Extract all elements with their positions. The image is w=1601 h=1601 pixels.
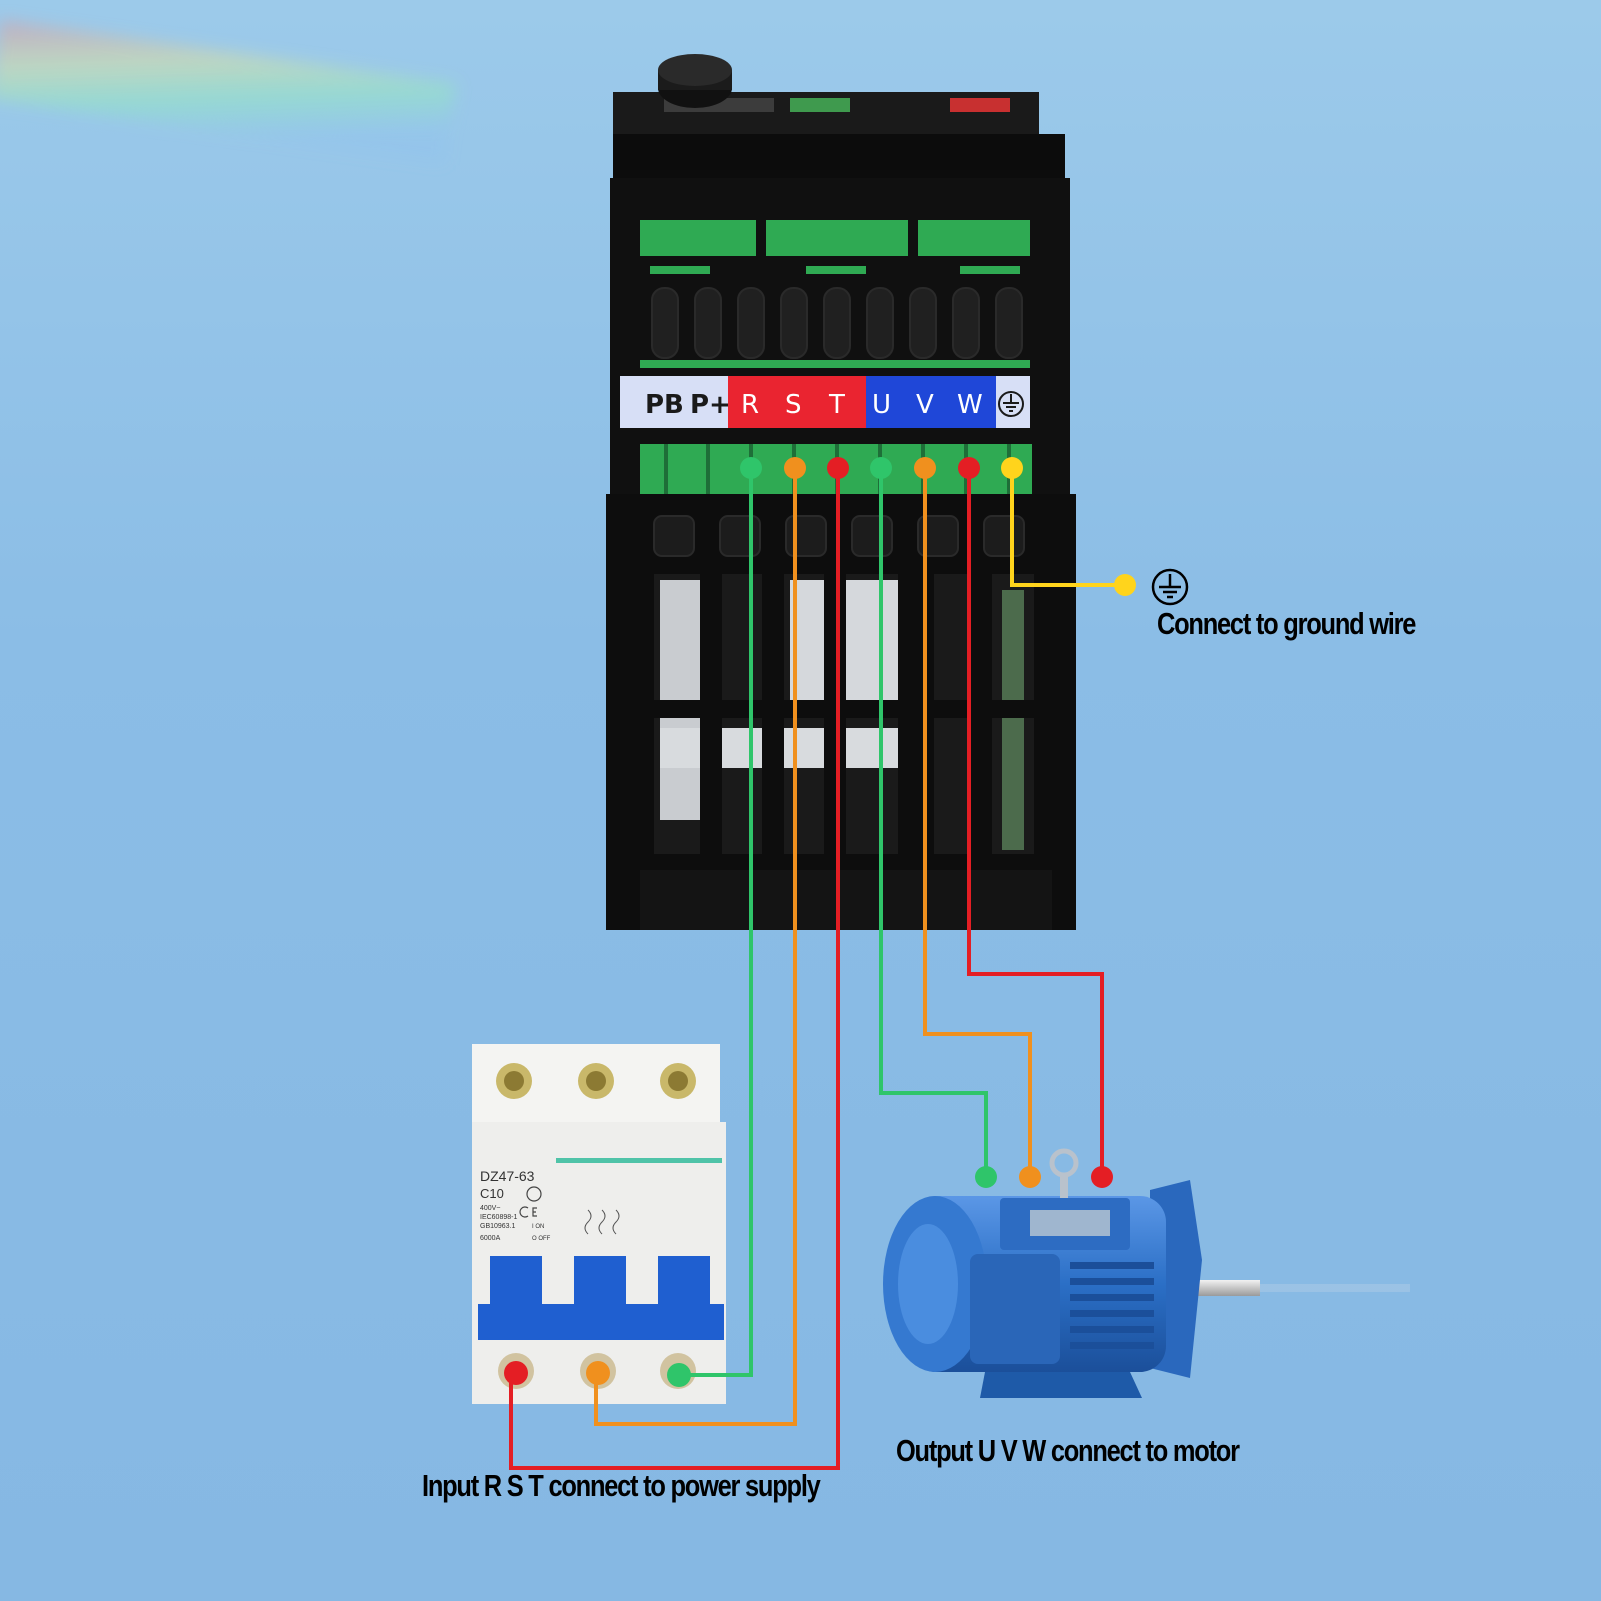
breaker-gb: GB10963.1 bbox=[480, 1223, 516, 1230]
breaker-on-label: I ON bbox=[532, 1224, 544, 1230]
electric-motor bbox=[883, 1180, 1410, 1398]
breaker-off-label: O OFF bbox=[532, 1236, 551, 1242]
wire-ground bbox=[1010, 466, 1125, 587]
frequency-inverter bbox=[606, 54, 1076, 930]
breaker-capacity: 6000A bbox=[480, 1235, 501, 1242]
wires bbox=[509, 466, 1125, 1470]
caption-input: Input R S T connect to power supply bbox=[422, 1468, 821, 1503]
terminal-label-pb: PB bbox=[645, 390, 684, 420]
terminal-label-u: U bbox=[872, 390, 891, 420]
breaker-model: DZ47-63 bbox=[480, 1168, 535, 1184]
terminal-label-t: T bbox=[828, 390, 845, 420]
terminal-label-v: V bbox=[916, 390, 934, 420]
earth-ground-icon bbox=[1151, 568, 1189, 606]
caption-output: Output U V W connect to motor bbox=[896, 1433, 1240, 1468]
terminal-label-p-plus: P+ bbox=[690, 390, 731, 420]
motor-lifting-eye bbox=[1049, 1148, 1079, 1198]
wire-s bbox=[594, 466, 797, 1426]
breaker-standard: IEC60898-1 bbox=[480, 1214, 517, 1221]
breaker-voltage: 400V~ bbox=[480, 1205, 500, 1212]
wire-r bbox=[509, 466, 840, 1470]
wire-u bbox=[879, 466, 988, 1176]
circuit-breaker bbox=[472, 1044, 726, 1404]
breaker-screws-top bbox=[496, 1063, 696, 1099]
terminal-label-w: W bbox=[957, 390, 983, 420]
strip-ground-icon bbox=[998, 391, 1024, 417]
breaker-schematic-icon bbox=[584, 1209, 620, 1235]
wire-v bbox=[923, 466, 1032, 1176]
terminal-labels: PB P+ R S T U V W bbox=[645, 390, 983, 420]
breaker-ce-mark bbox=[519, 1186, 542, 1218]
wire-t bbox=[679, 466, 753, 1377]
terminal-label-r: R bbox=[741, 390, 759, 420]
wire-w bbox=[967, 466, 1104, 1176]
breaker-rating: C10 bbox=[480, 1186, 504, 1201]
connection-dots bbox=[504, 457, 1136, 1387]
caption-ground: Connect to ground wire bbox=[1157, 606, 1416, 641]
terminal-label-s: S bbox=[785, 390, 802, 420]
